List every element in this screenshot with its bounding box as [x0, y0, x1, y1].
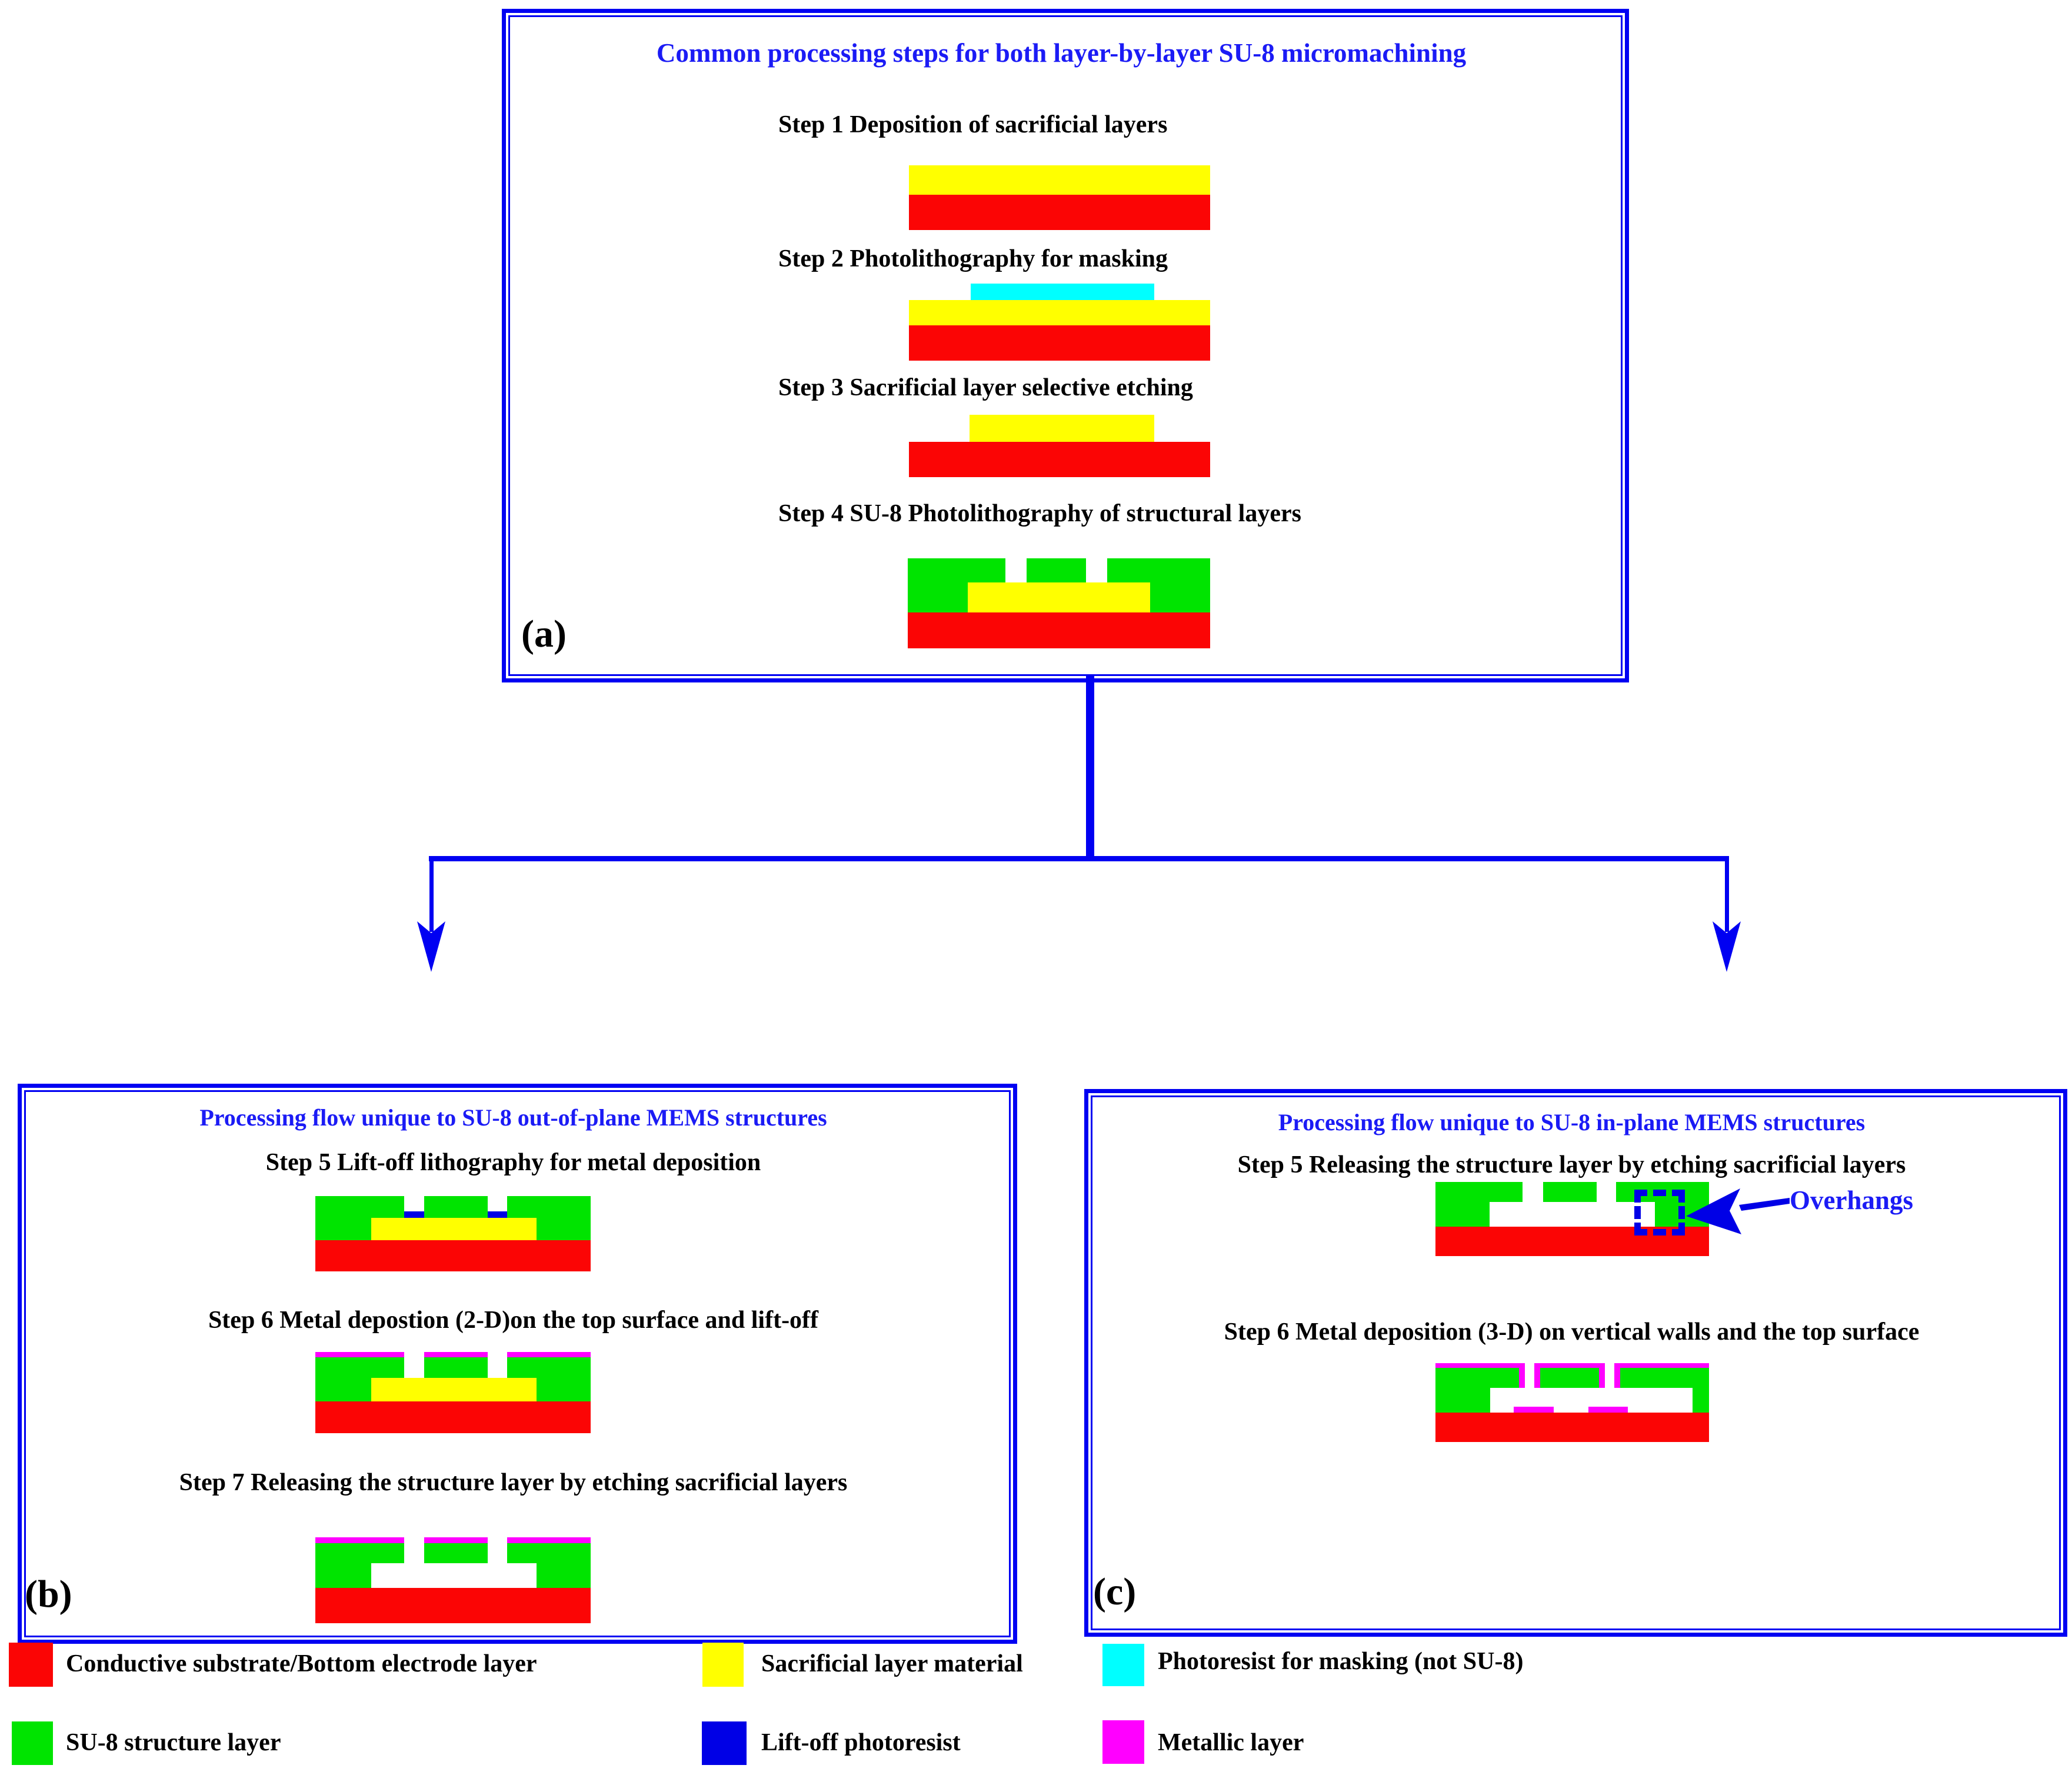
- legend-label: Photoresist for masking (not SU-8): [1158, 1648, 1524, 1675]
- panel-a-border: [502, 9, 1629, 682]
- step-5b-label: Step 5 Lift-off lithography for metal de…: [265, 1149, 761, 1176]
- panel-a-inner-border: [508, 15, 1623, 676]
- step-7b-label: Step 7 Releasing the structure layer by …: [179, 1469, 848, 1496]
- panel-a-tag: (a): [521, 612, 567, 655]
- panel-b-border: [18, 1084, 1017, 1644]
- su8-slot: [1523, 1182, 1543, 1202]
- step-3-diagram: [909, 415, 1210, 477]
- legend-label: Conductive substrate/Bottom electrode la…: [66, 1650, 537, 1677]
- metallic-layer-top: [1435, 1363, 1525, 1368]
- step-5b-diagram: [315, 1196, 591, 1271]
- metallic-sidewall: [1519, 1368, 1525, 1388]
- legend-swatch-red: [9, 1643, 53, 1687]
- etched-sacrificial-layer: [970, 415, 1154, 442]
- legend-swatch-blue: [702, 1721, 747, 1765]
- substrate-layer: [315, 1401, 591, 1433]
- branch-left-drop-line: [429, 861, 434, 932]
- legend-label: Lift-off photoresist: [761, 1729, 961, 1756]
- step-1-diagram: [909, 165, 1210, 230]
- metallic-sidewall: [1599, 1368, 1605, 1388]
- substrate-layer: [909, 325, 1210, 361]
- metallic-floor-strip: [1588, 1407, 1628, 1413]
- step-5c-diagram: [1435, 1182, 1709, 1256]
- liftoff-photoresist: [488, 1211, 507, 1218]
- legend-label: Sacrificial layer material: [761, 1650, 1023, 1677]
- su8-slot: [1597, 1182, 1616, 1202]
- metallic-layer-top: [1534, 1363, 1605, 1368]
- metallic-floor-strip: [1514, 1407, 1554, 1413]
- su8-slot: [404, 1196, 424, 1211]
- substrate-layer: [909, 195, 1210, 230]
- su8-opening: [1086, 558, 1107, 582]
- legend-label: SU-8 structure layer: [66, 1729, 281, 1756]
- arrow-down-icon: [1713, 921, 1741, 972]
- panel-c-title: Processing flow unique to SU-8 in-plane …: [1278, 1109, 1866, 1135]
- metallic-sidewall: [1614, 1368, 1620, 1388]
- legend-swatch-yellow: [702, 1643, 744, 1687]
- released-cavity: [371, 1563, 537, 1588]
- step-6b-label: Step 6 Metal depostion (2-D)on the top s…: [208, 1307, 819, 1334]
- su8-slot: [404, 1537, 424, 1563]
- sacrificial-layer: [909, 165, 1210, 195]
- step-1-label: Step 1 Deposition of sacrificial layers: [778, 111, 1168, 138]
- panel-c-tag: (c): [1093, 1570, 1137, 1613]
- panel-c-inner-border: [1091, 1095, 2061, 1630]
- branch-stem-line: [1086, 674, 1094, 858]
- panel-a-title: Common processing steps for both layer-b…: [656, 38, 1467, 68]
- substrate-layer: [315, 1240, 591, 1271]
- sacrificial-layer: [909, 300, 1210, 325]
- su8-structure-layer: [1435, 1368, 1709, 1388]
- panel-b-inner-border: [24, 1090, 1011, 1637]
- step-4-label: Step 4 SU-8 Photolithography of structur…: [778, 500, 1301, 527]
- step-6b-diagram: [315, 1352, 591, 1433]
- legend-swatch-cyan: [1102, 1644, 1144, 1686]
- substrate-layer: [909, 442, 1210, 477]
- substrate-layer: [1435, 1413, 1709, 1442]
- su8-slot: [1605, 1363, 1614, 1388]
- metallic-layer: [315, 1537, 591, 1543]
- legend-swatch-green: [12, 1721, 53, 1765]
- legend-swatch-magenta: [1102, 1720, 1144, 1764]
- su8-slot: [488, 1196, 507, 1211]
- su8-slot: [488, 1352, 507, 1378]
- metallic-layer-top: [1614, 1363, 1709, 1368]
- su8-opening: [1005, 558, 1027, 582]
- panel-c-border: [1084, 1089, 2067, 1637]
- arrow-down-icon: [417, 921, 445, 972]
- legend-label: Metallic layer: [1158, 1729, 1304, 1756]
- released-cavity: [1490, 1202, 1655, 1227]
- overhangs-annotation: Overhangs: [1790, 1185, 1914, 1215]
- step-7b-diagram: [315, 1537, 591, 1623]
- metallic-layer: [315, 1352, 591, 1357]
- substrate-layer: [315, 1588, 591, 1623]
- liftoff-photoresist: [404, 1211, 424, 1218]
- su8-left-pillar: [1435, 1388, 1490, 1413]
- panel-b-tag: (b): [25, 1573, 72, 1616]
- su8-slot: [404, 1352, 424, 1378]
- masking-photoresist-layer: [971, 284, 1154, 300]
- branch-horizontal-line: [429, 856, 1729, 861]
- overhang-highlight-box: [1634, 1190, 1685, 1235]
- substrate-layer: [908, 612, 1210, 648]
- embedded-sacrificial-layer: [371, 1378, 537, 1401]
- arrow-left-icon: [1686, 1188, 1790, 1234]
- embedded-sacrificial-layer: [968, 582, 1150, 612]
- step-6c-diagram: [1435, 1363, 1709, 1442]
- embedded-sacrificial-layer: [371, 1218, 537, 1240]
- branch-right-drop-line: [1725, 861, 1729, 932]
- step-2-label: Step 2 Photolithography for masking: [778, 245, 1168, 272]
- su8-slot: [488, 1537, 507, 1563]
- step-5c-label: Step 5 Releasing the structure layer by …: [1237, 1151, 1906, 1178]
- su8-right-pillar: [1693, 1388, 1709, 1413]
- step-2-diagram: [909, 284, 1210, 361]
- step-6c-label: Step 6 Metal deposition (3-D) on vertica…: [1224, 1318, 1920, 1346]
- step-3-label: Step 3 Sacrificial layer selective etchi…: [778, 374, 1193, 401]
- step-4-diagram: [908, 558, 1210, 648]
- panel-b-title: Processing flow unique to SU-8 out-of-pl…: [199, 1104, 827, 1131]
- su8-slot: [1525, 1363, 1534, 1388]
- metallic-sidewall: [1534, 1368, 1540, 1388]
